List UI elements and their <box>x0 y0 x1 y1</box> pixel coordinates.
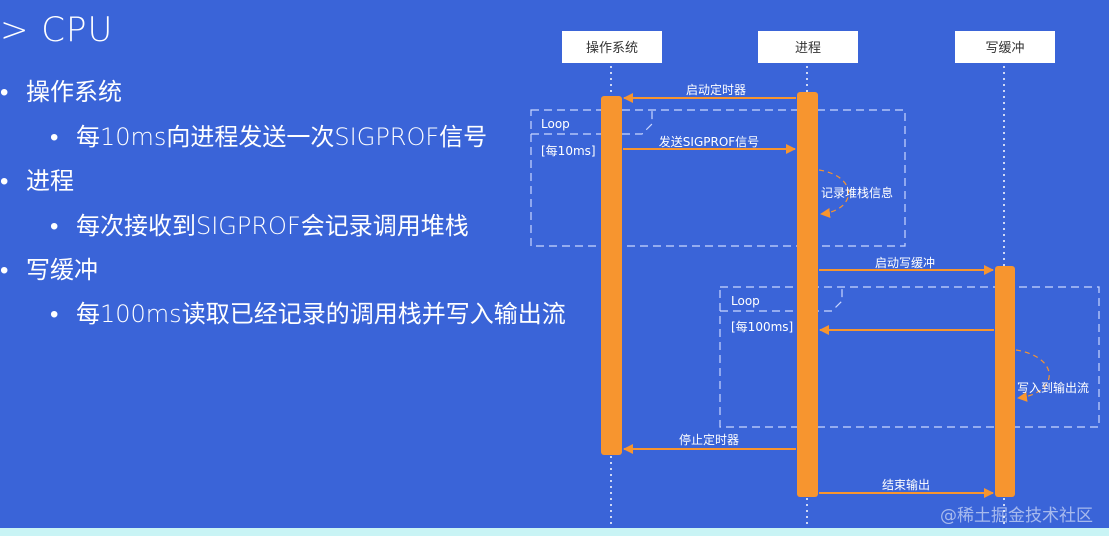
message-label: 发送SIGPROF信号 <box>659 134 759 149</box>
activation-process <box>797 92 818 497</box>
bullet-text: 每次接收到SIGPROF会记录调用堆栈 <box>76 212 469 240</box>
loop-label: Loop <box>541 117 570 131</box>
message-label: 结束输出 <box>882 477 930 492</box>
loop-guard: [每100ms] <box>731 319 793 334</box>
participant-os: 操作系统 <box>562 31 662 63</box>
message-send-signal: 发送SIGPROF信号 <box>623 134 796 154</box>
bullet-dot: • <box>0 256 9 284</box>
message-label: 写入到输出流 <box>1017 380 1089 395</box>
bullet-text: 操作系统 <box>26 78 122 106</box>
bottom-strip <box>0 528 1109 536</box>
participant-process-label: 进程 <box>795 41 821 56</box>
message-label: 记录堆栈信息 <box>821 185 893 200</box>
loop-guard: [每10ms] <box>541 143 596 158</box>
participant-process: 进程 <box>758 31 858 63</box>
bullet-dot: • <box>50 123 59 151</box>
message-label: 启动写缓冲 <box>875 255 935 270</box>
bullet-text: 每100ms读取已经记录的调用栈并写入输出流 <box>76 300 566 328</box>
bullet-os-detail: • 每10ms向进程发送一次SIGPROF信号 <box>50 117 487 152</box>
bullet-buffer-detail: • 每100ms读取已经记录的调用栈并写入输出流 <box>50 294 566 329</box>
loop-frame-100ms: Loop [每100ms] <box>719 286 1100 428</box>
bullet-process: • 进程 <box>0 161 74 196</box>
bullet-dot: • <box>0 78 9 106</box>
message-start-buffer: 启动写缓冲 <box>819 255 994 275</box>
message-record-stack: 记录堆栈信息 <box>818 169 893 218</box>
message-end-output: 结束输出 <box>819 477 994 498</box>
watermark: @稀土掘金技术社区 <box>940 506 1093 526</box>
bullet-os: • 操作系统 <box>0 72 122 107</box>
participant-os-label: 操作系统 <box>586 40 638 56</box>
message-label: 启动定时器 <box>686 82 746 97</box>
message-label: 停止定时器 <box>679 432 739 447</box>
participant-buffer: 写缓冲 <box>955 31 1055 63</box>
bullet-dot: • <box>0 167 9 195</box>
participant-buffer-label: 写缓冲 <box>985 41 1024 56</box>
bullet-text: 进程 <box>26 167 74 195</box>
message-write-output: 写入到输出流 <box>1015 349 1089 402</box>
loop-frame-10ms: Loop [每10ms] <box>530 109 906 247</box>
bullet-text: 写缓冲 <box>26 256 98 284</box>
message-start-timer: 启动定时器 <box>623 82 796 103</box>
bullet-text: 每10ms向进程发送一次SIGPROF信号 <box>76 123 488 151</box>
activation-os <box>601 96 622 455</box>
activation-buffer <box>995 266 1015 497</box>
slide-title: > CPU <box>0 10 114 50</box>
bullet-buffer: • 写缓冲 <box>0 250 98 285</box>
loop-label: Loop <box>731 294 760 308</box>
bullet-dot: • <box>50 212 59 240</box>
message-stop-timer: 停止定时器 <box>623 432 796 454</box>
bullet-process-detail: • 每次接收到SIGPROF会记录调用堆栈 <box>50 206 469 241</box>
bullet-dot: • <box>50 300 59 328</box>
